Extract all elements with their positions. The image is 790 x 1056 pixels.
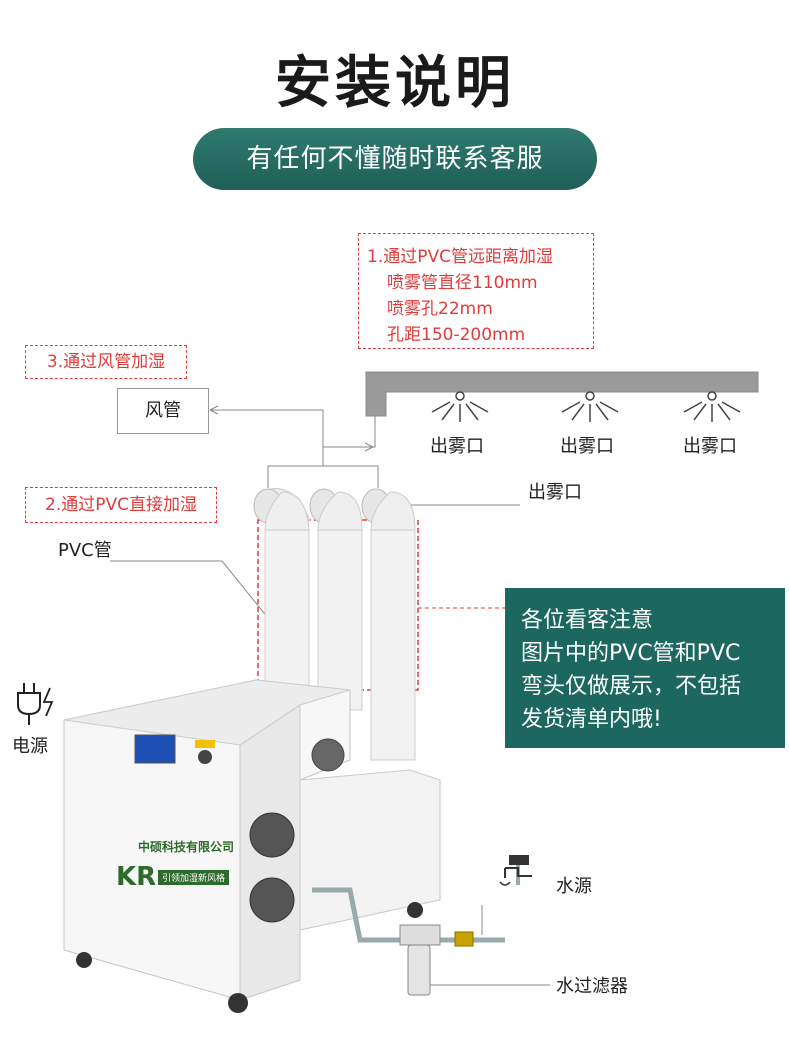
mist-outlet-label: 出雾口 bbox=[430, 436, 484, 457]
pvc-direct-note: 2.通过PVC直接加湿 bbox=[25, 487, 217, 523]
note-line: 喷雾管直径110mm bbox=[387, 273, 538, 293]
machine-product: 引领加湿新风格 bbox=[158, 870, 230, 885]
contact-service-banner[interactable]: 有任何不懂随时联系客服 bbox=[193, 128, 597, 190]
water-filter-label: 水过滤器 bbox=[556, 976, 628, 997]
notice-line: 图片中的PVC管和PVC bbox=[521, 641, 741, 666]
power-label: 电源 bbox=[12, 736, 48, 757]
water-filter-icon bbox=[399, 924, 474, 996]
notice-box: 各位看客注意 图片中的PVC管和PVC 弯头仅做展示，不包括 发货清单内哦! bbox=[505, 588, 785, 748]
mist-outlet-label: 出雾口 bbox=[683, 436, 737, 457]
power-plug-icon bbox=[17, 683, 54, 725]
long-pvc-pipe bbox=[365, 371, 759, 417]
machine-brand: 中硕科技有限公司 bbox=[138, 840, 235, 854]
mist-outlet-label: 出雾口 bbox=[560, 436, 614, 457]
water-tap-icon bbox=[499, 855, 532, 886]
notice-line: 发货清单内哦! bbox=[521, 707, 662, 732]
machine-logo: KR bbox=[116, 862, 157, 892]
notice-line: 弯头仅做展示，不包括 bbox=[521, 674, 742, 699]
duct-note: 3.通过风管加湿 bbox=[25, 345, 187, 379]
spray-nozzle-icon bbox=[431, 391, 741, 422]
duct-label: 风管 bbox=[117, 388, 209, 434]
humidifier-machine bbox=[63, 679, 441, 1013]
note-line: 喷雾孔22mm bbox=[387, 299, 493, 319]
pvc-long-distance-note: 1.通过PVC管远距离加湿 喷雾管直径110mm 喷雾孔22mm 孔距150-2… bbox=[358, 233, 594, 349]
note-line: 孔距150-200mm bbox=[387, 325, 526, 345]
note-line: 1.通过PVC管远距离加湿 bbox=[367, 247, 553, 267]
pvc-pipe-label: PVC管 bbox=[58, 540, 112, 561]
notice-line: 各位看客注意 bbox=[521, 608, 654, 633]
page-title: 安装说明 bbox=[275, 51, 515, 116]
mist-outlet-label: 出雾口 bbox=[528, 482, 582, 503]
pvc-pipes bbox=[253, 488, 416, 761]
water-source-label: 水源 bbox=[556, 876, 592, 897]
